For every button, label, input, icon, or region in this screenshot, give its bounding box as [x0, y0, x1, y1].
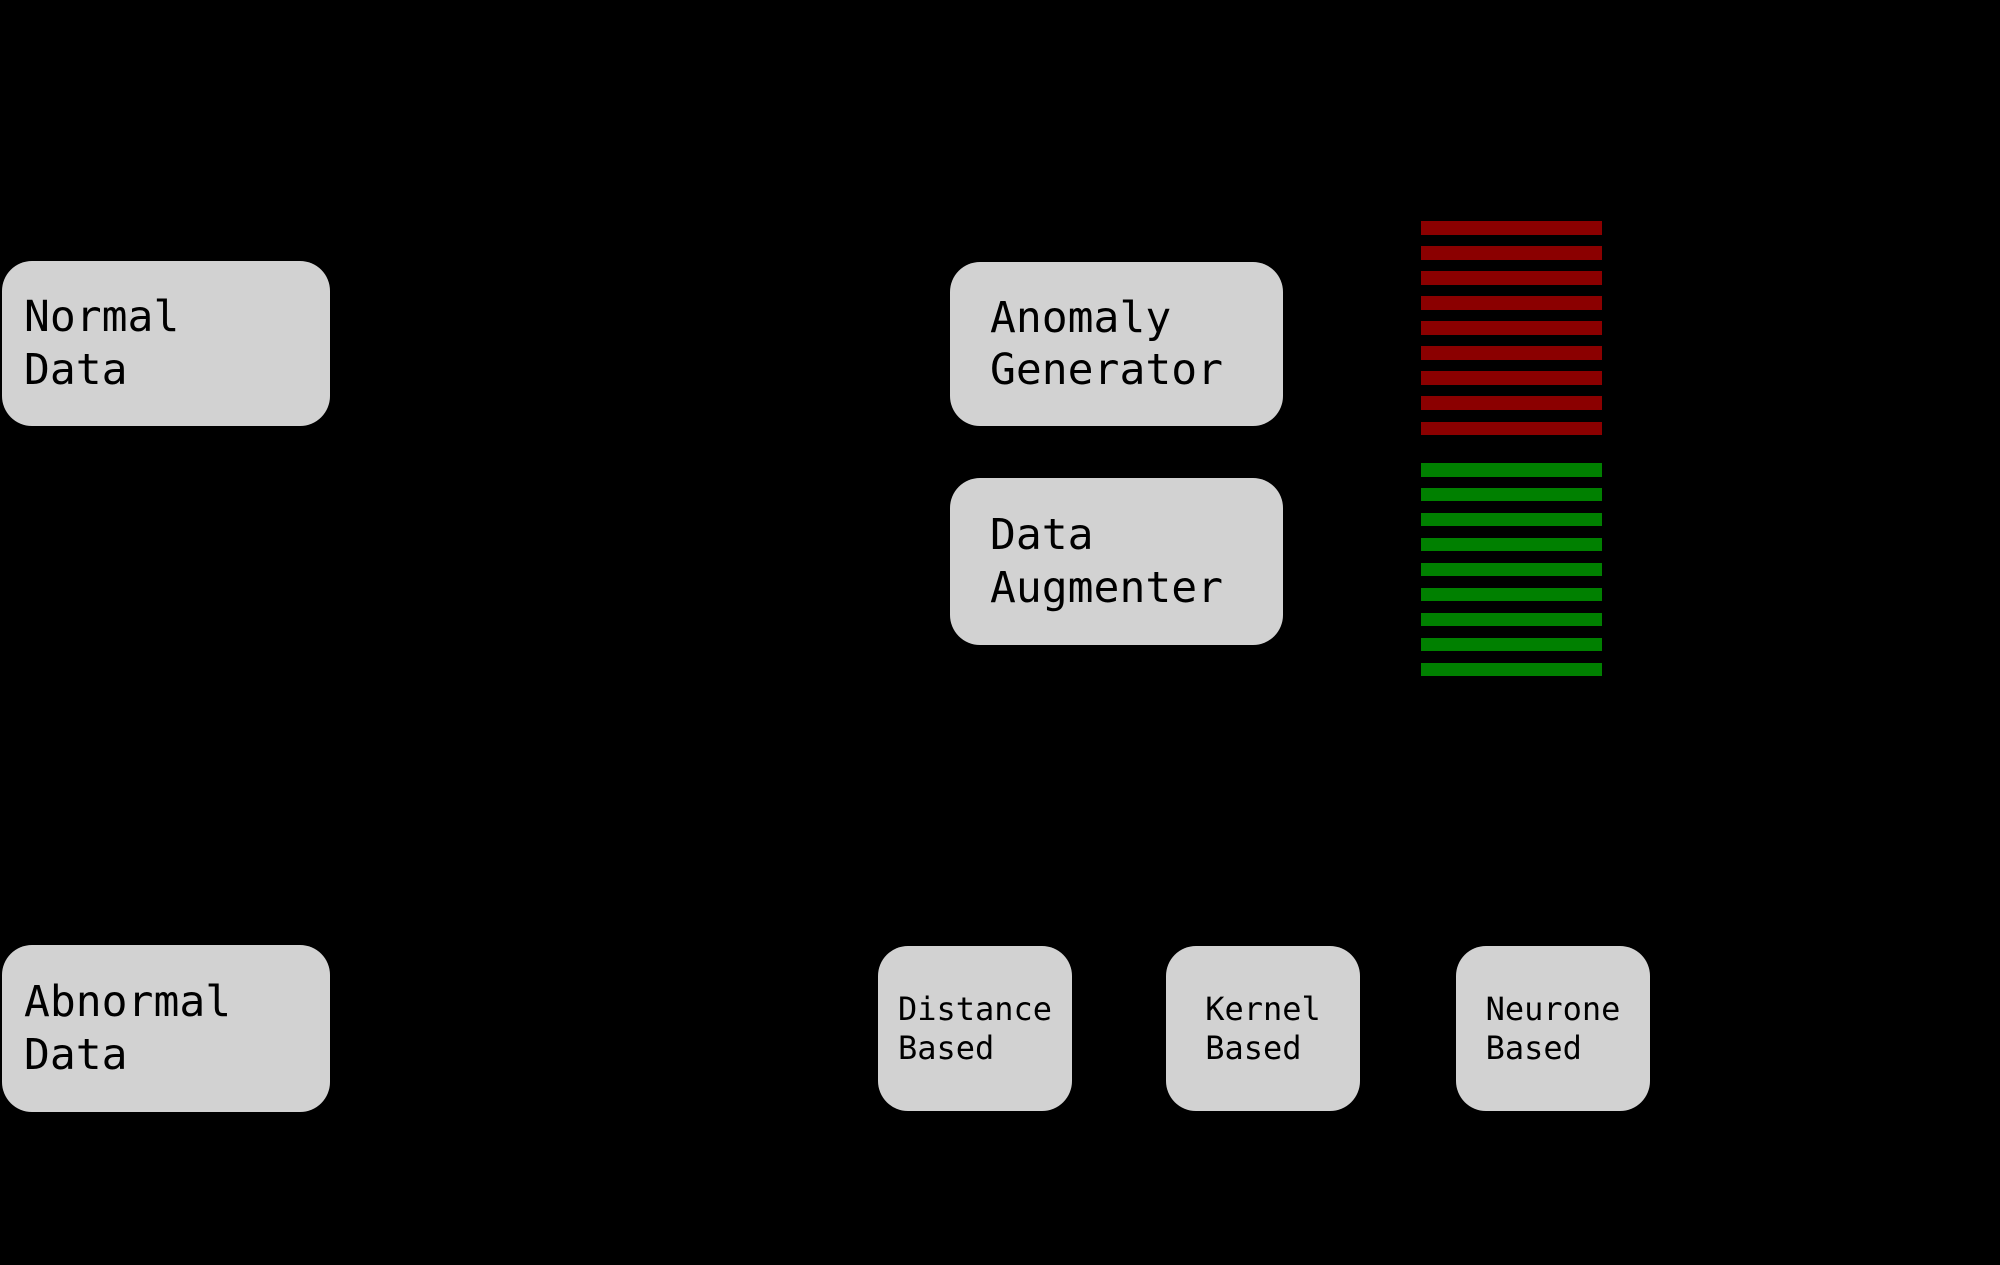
normal-data-stripes: [1421, 463, 1602, 676]
abnormal-stripe: [1421, 421, 1602, 435]
normal-stripe: [1421, 612, 1602, 627]
abnormal-stripe: [1421, 246, 1602, 260]
kernel-based-label: Kernel Based: [1205, 990, 1321, 1067]
normal-stripe: [1421, 587, 1602, 602]
abnormal-stripe: [1421, 221, 1602, 235]
normal-stripe: [1421, 637, 1602, 652]
normal-data-label: Normal Data: [24, 292, 180, 395]
anomaly-generator-label: Anomaly Generator: [990, 292, 1223, 395]
abnormal-stripe: [1421, 296, 1602, 310]
abnormal-stripe: [1421, 271, 1602, 285]
abnormal-stripe: [1421, 321, 1602, 335]
kernel-based-box: Kernel Based: [1166, 946, 1360, 1111]
normal-stripe: [1421, 463, 1602, 477]
normal-stripe: [1421, 487, 1602, 502]
normal-stripe: [1421, 512, 1602, 527]
distance-based-label: Distance Based: [897, 990, 1053, 1067]
normal-stripe: [1421, 562, 1602, 577]
data-augmenter-box: Data Augmenter: [950, 478, 1283, 645]
abnormal-data-label: Abnormal Data: [24, 977, 232, 1080]
normal-data-box: Normal Data: [2, 261, 330, 426]
distance-based-box: Distance Based: [878, 946, 1072, 1111]
abnormal-stripe: [1421, 346, 1602, 360]
anomaly-generator-box: Anomaly Generator: [950, 262, 1283, 426]
normal-stripe: [1421, 662, 1602, 676]
abnormal-stripe: [1421, 396, 1602, 410]
abnormal-data-stripes: [1421, 221, 1602, 435]
normal-stripe: [1421, 537, 1602, 552]
neurone-based-box: Neurone Based: [1456, 946, 1650, 1111]
neurone-based-label: Neurone Based: [1485, 990, 1621, 1067]
abnormal-data-box: Abnormal Data: [2, 945, 330, 1112]
data-augmenter-label: Data Augmenter: [990, 510, 1223, 613]
abnormal-stripe: [1421, 371, 1602, 385]
